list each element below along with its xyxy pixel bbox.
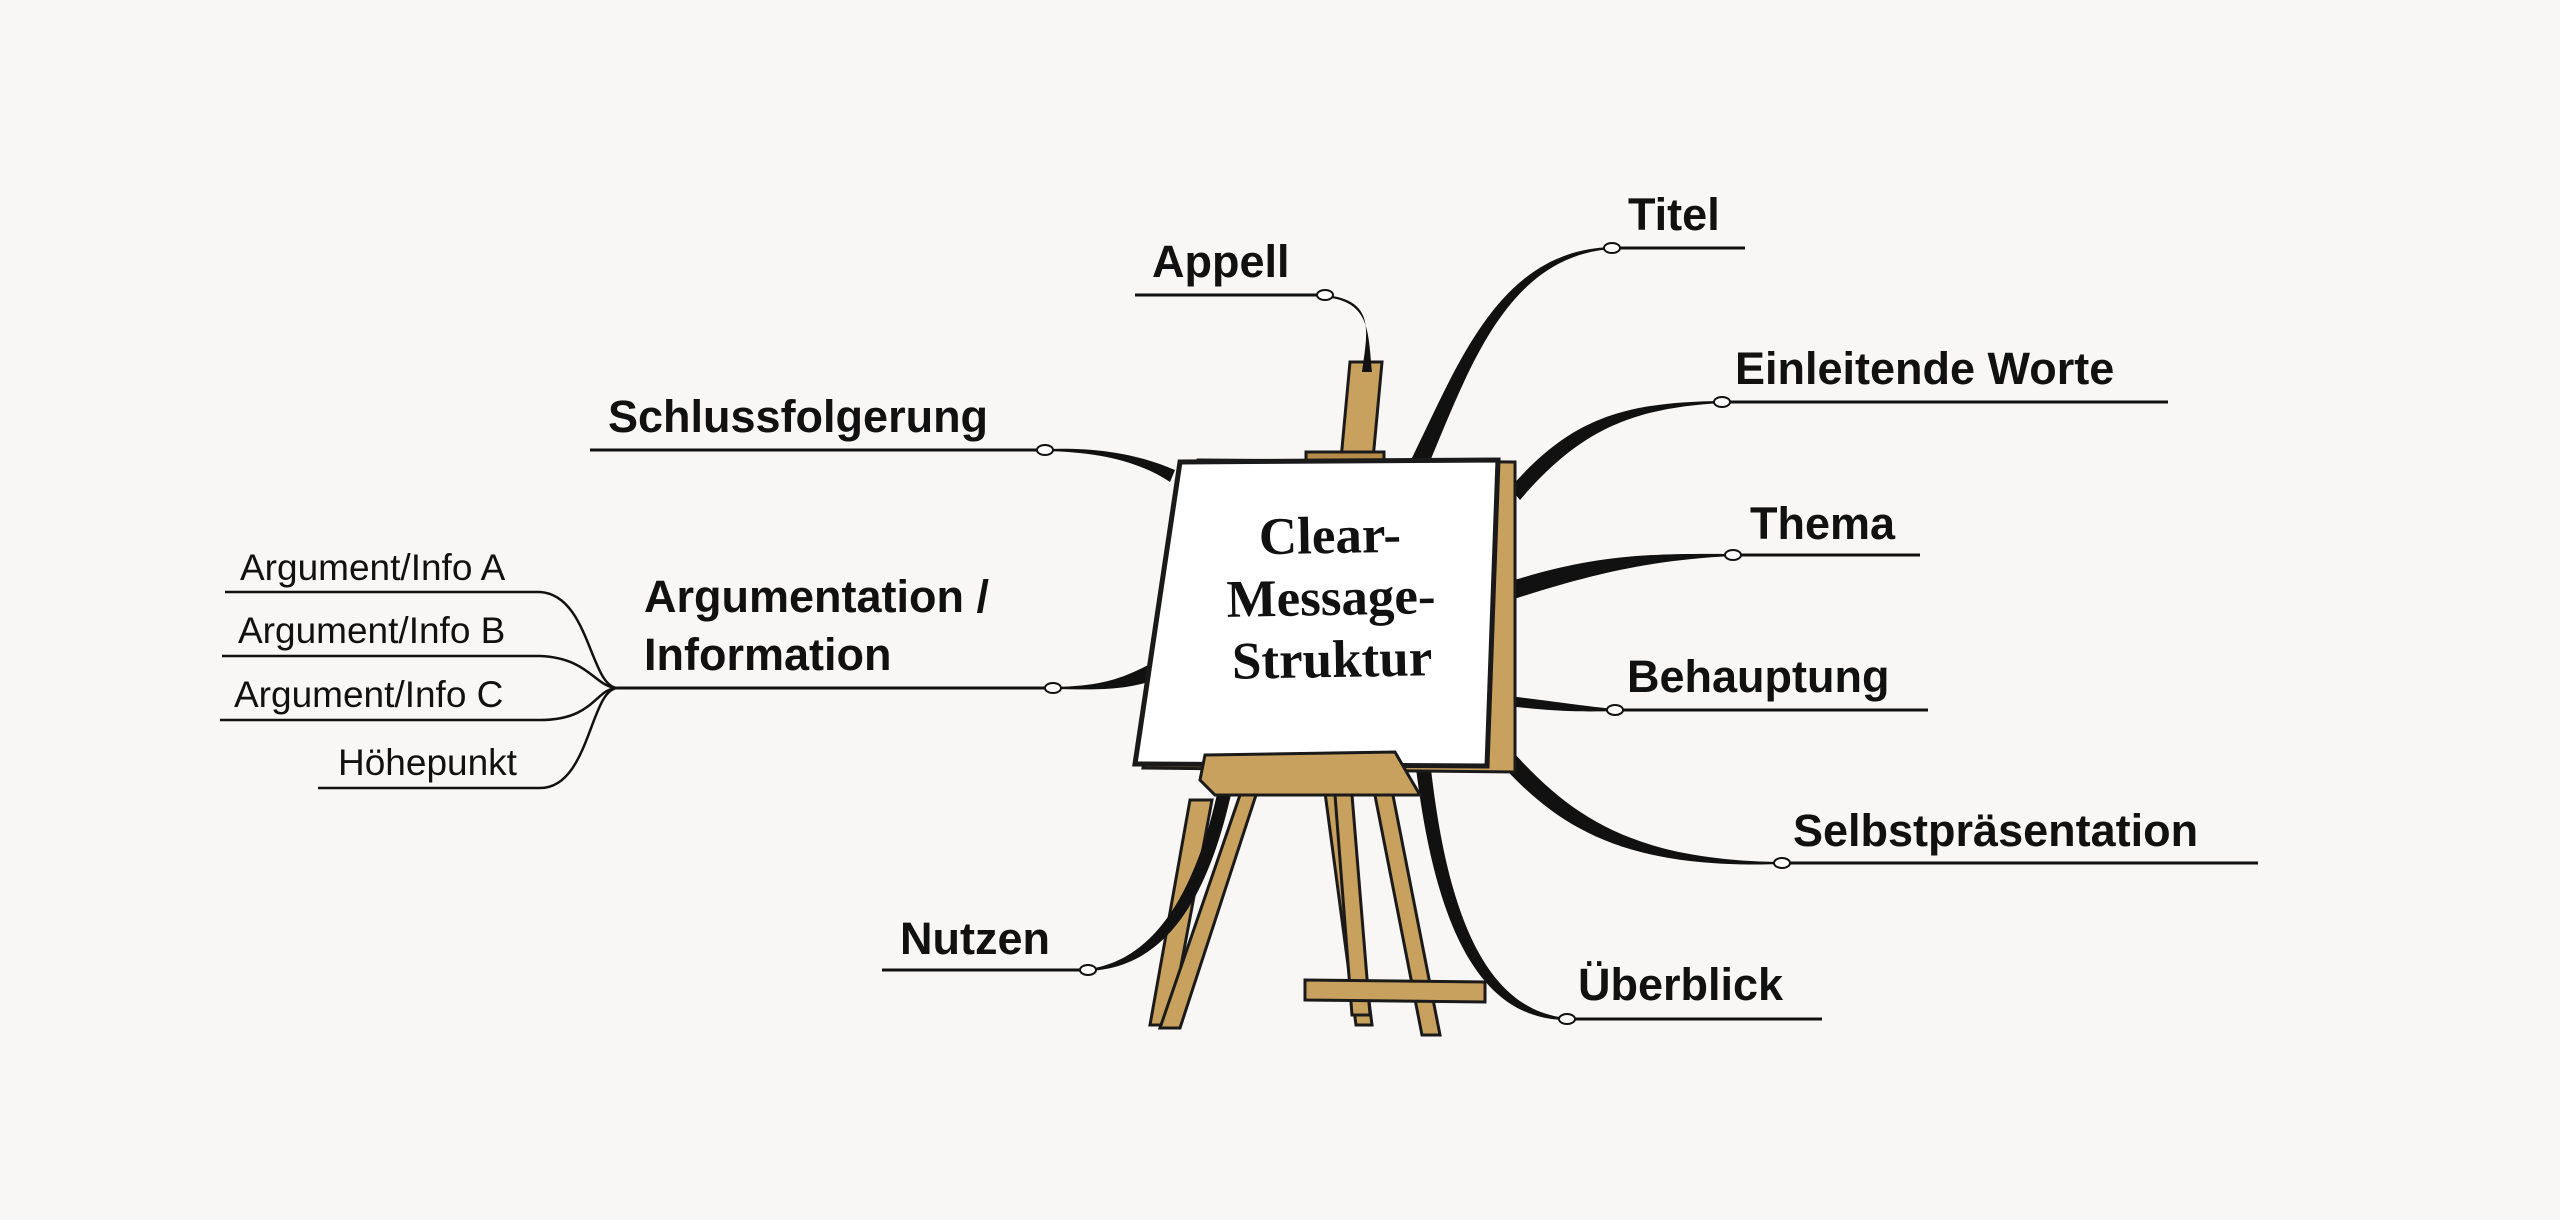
branch-argumentation: Argumentation / Information xyxy=(644,568,989,684)
branch-einleitende-worte: Einleitende Worte xyxy=(1735,343,2115,394)
sub-branch-connectors xyxy=(220,590,619,790)
center-line-3: Struktur xyxy=(1231,629,1433,691)
center-topic: Clear- Message- Struktur xyxy=(1194,503,1467,694)
branch-schlussfolgerung: Schlussfolgerung xyxy=(608,391,989,442)
sub-branch-argument-a: Argument/Info A xyxy=(240,547,506,588)
easel-canvas xyxy=(1132,457,1517,774)
branch-selbstpraesentation: Selbstpräsentation xyxy=(1793,805,2199,856)
argumentation-line-2: Information xyxy=(644,629,892,680)
branch-ueberblick: Überblick xyxy=(1578,959,1784,1010)
branch-connectors xyxy=(1045,247,1782,1020)
branch-titel: Titel xyxy=(1628,189,1720,240)
branch-nutzen: Nutzen xyxy=(900,913,1050,964)
sub-branch-argument-c: Argument/Info C xyxy=(234,674,504,715)
center-line-2: Message- xyxy=(1226,567,1436,629)
easel-front xyxy=(1157,750,1487,1030)
sub-branch-hoehepunkt: Höhepunkt xyxy=(338,742,517,783)
sub-branch-argument-b: Argument/Info B xyxy=(238,610,506,651)
branch-appell: Appell xyxy=(1152,236,1290,287)
argumentation-line-1: Argumentation / xyxy=(644,571,989,622)
center-line-1: Clear- xyxy=(1258,505,1402,567)
branch-thema: Thema xyxy=(1750,498,1896,549)
branch-nodes xyxy=(1036,242,1791,1025)
branch-underlines xyxy=(590,246,2258,1021)
branch-behauptung: Behauptung xyxy=(1627,651,1890,702)
